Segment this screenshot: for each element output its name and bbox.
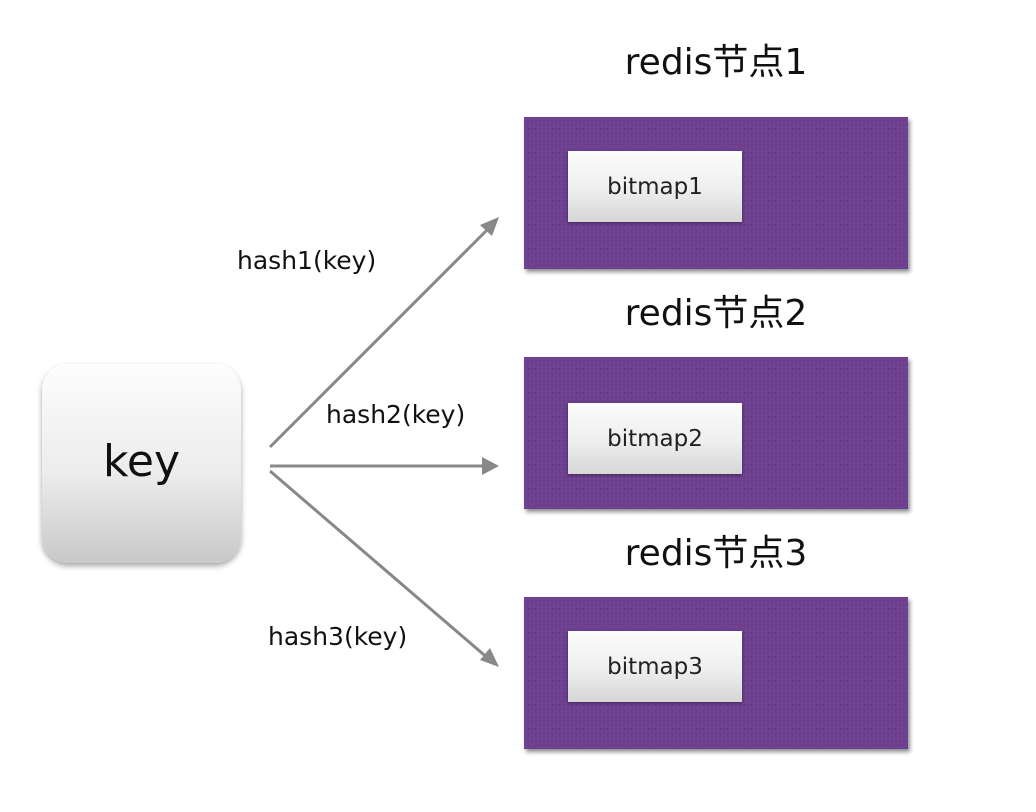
node-title-1: redis节点1 — [624, 42, 808, 83]
bitmap-label-2: bitmap2 — [607, 425, 703, 452]
bitmap-box-1: bitmap1 — [568, 151, 742, 222]
key-node: key — [42, 364, 241, 563]
node-title-3: redis节点3 — [624, 533, 808, 574]
arrow-hash3 — [269, 469, 499, 667]
node-title-2: redis节点2 — [624, 293, 808, 334]
bitmap-box-2: bitmap2 — [568, 403, 742, 474]
redis-node-1: bitmap1 — [524, 117, 908, 269]
edge-label-hash3: hash3(key) — [268, 622, 408, 651]
key-label: key — [102, 435, 181, 487]
arrow-hash2 — [270, 457, 499, 475]
bitmap-label-1: bitmap1 — [607, 173, 703, 200]
redis-node-2: bitmap2 — [524, 357, 908, 509]
bitmap-box-3: bitmap3 — [568, 631, 742, 702]
arrow-hash1 — [268, 217, 499, 449]
edge-label-hash1: hash1(key) — [237, 246, 377, 275]
bitmap-label-3: bitmap3 — [607, 653, 703, 680]
redis-node-3: bitmap3 — [524, 597, 908, 749]
edge-label-hash2: hash2(key) — [326, 400, 466, 429]
